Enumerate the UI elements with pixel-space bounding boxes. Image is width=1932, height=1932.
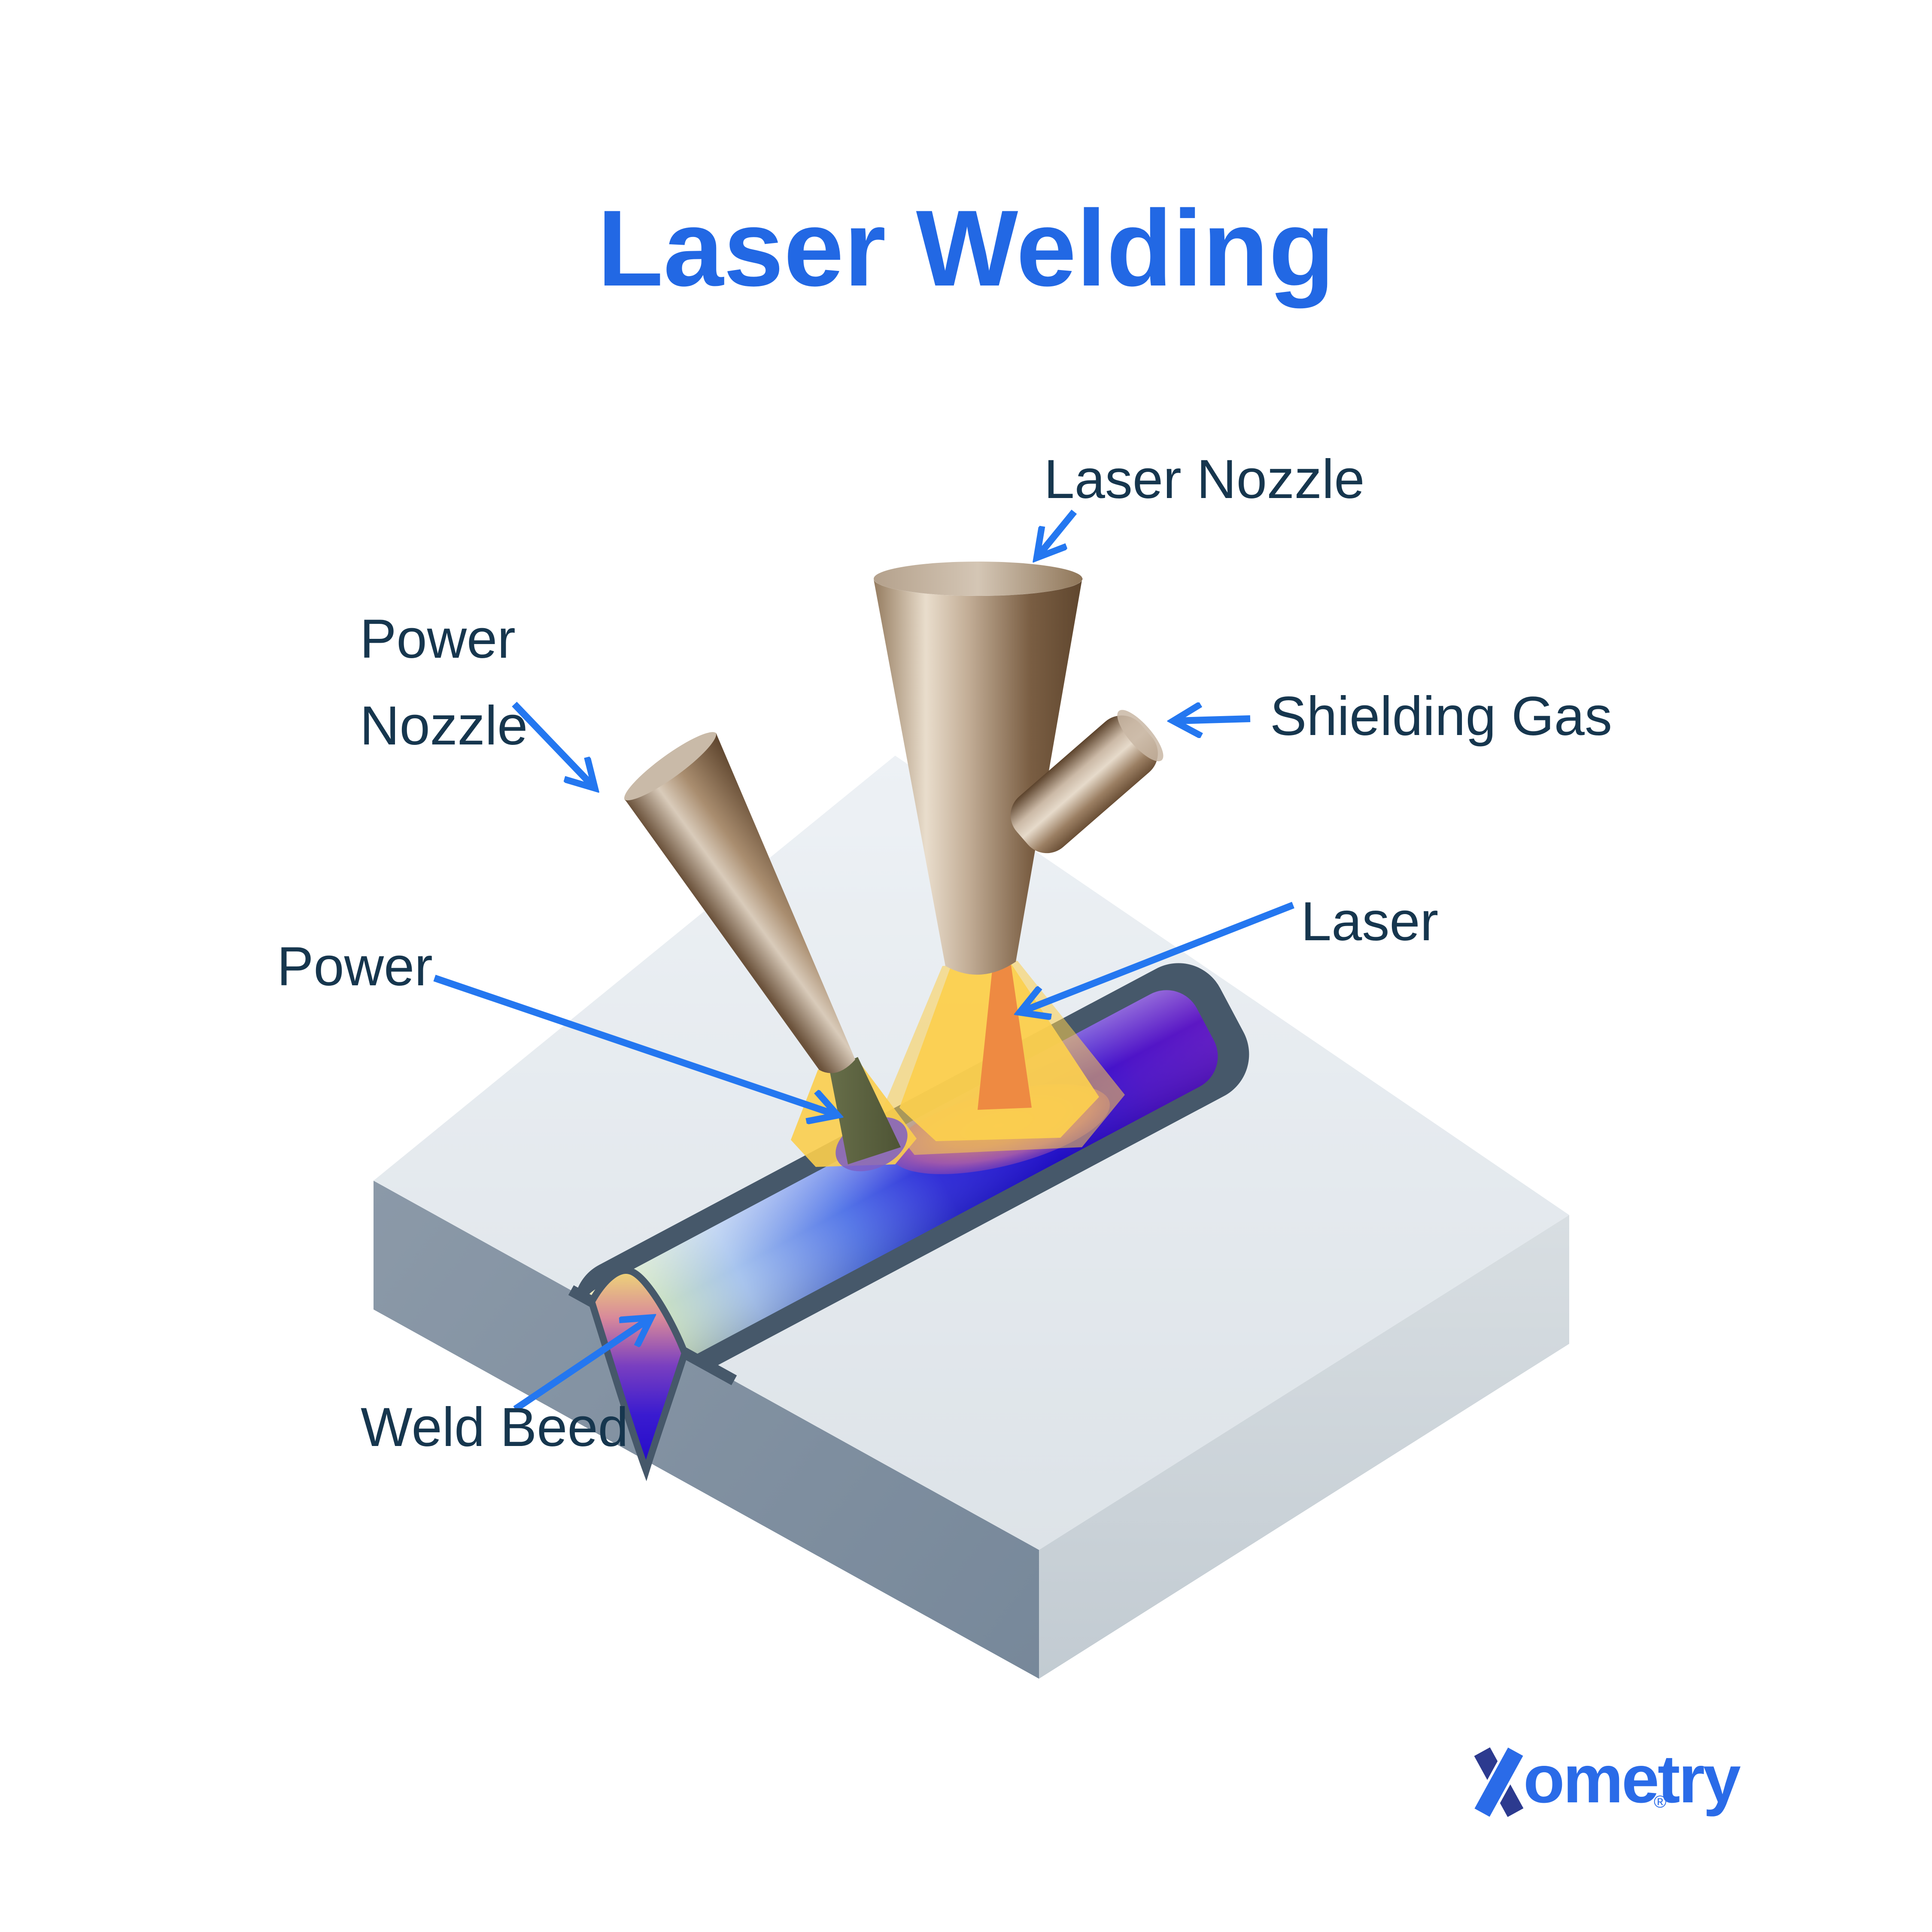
slab-left-face: [374, 1181, 1039, 1679]
power-nozzle-arrow: [512, 702, 593, 787]
labels: Laser Nozzle Power Nozzle Shielding Gas …: [277, 449, 1612, 1458]
laser-nozzle-cone: [874, 562, 1083, 975]
power-arrow: [433, 975, 835, 1115]
logo-registered-mark: ®: [1654, 1792, 1666, 1811]
logo-wordmark: ometry: [1523, 1741, 1741, 1817]
power-feed-wedge: [829, 1057, 901, 1164]
page-title: Laser Welding: [597, 188, 1335, 309]
label-power: Power: [277, 936, 433, 997]
label-laser-nozzle: Laser Nozzle: [1044, 449, 1365, 510]
slab-front-face: [1039, 1215, 1569, 1679]
laser-beam: [978, 965, 1032, 1110]
shielding-gas-tube: [1010, 715, 1158, 854]
xometry-logo: ometry ®: [1472, 1741, 1743, 1818]
label-power-nozzle-line2: Nozzle: [360, 695, 528, 756]
shielding-gas-tube-end: [1117, 710, 1163, 762]
laser-arrow: [1022, 902, 1294, 1012]
weld-bead-cross-section: [588, 1267, 689, 1481]
laser-nozzle-top: [874, 562, 1082, 596]
label-laser: Laser: [1301, 891, 1438, 952]
laser-nozzle-body: [874, 578, 1083, 975]
laser-nozzle-arrow: [1038, 509, 1077, 556]
label-power-nozzle-line1: Power: [360, 608, 516, 670]
shielding-gas-port: [1010, 710, 1163, 854]
label-shielding-gas: Shielding Gas: [1270, 686, 1612, 747]
shielding-gas-arrow: [1176, 719, 1251, 721]
weld-bead-arrow: [513, 1319, 649, 1412]
xometry-x-icon: [1472, 1746, 1525, 1818]
power-nozzle-tube: [624, 732, 855, 1073]
power-nozzle-body: [625, 733, 855, 1073]
x-ribbon-front: [1474, 1747, 1523, 1817]
label-weld-bead: Weld Beed: [361, 1397, 629, 1458]
leader-arrows: [433, 509, 1294, 1412]
power-nozzle-top: [624, 732, 717, 802]
